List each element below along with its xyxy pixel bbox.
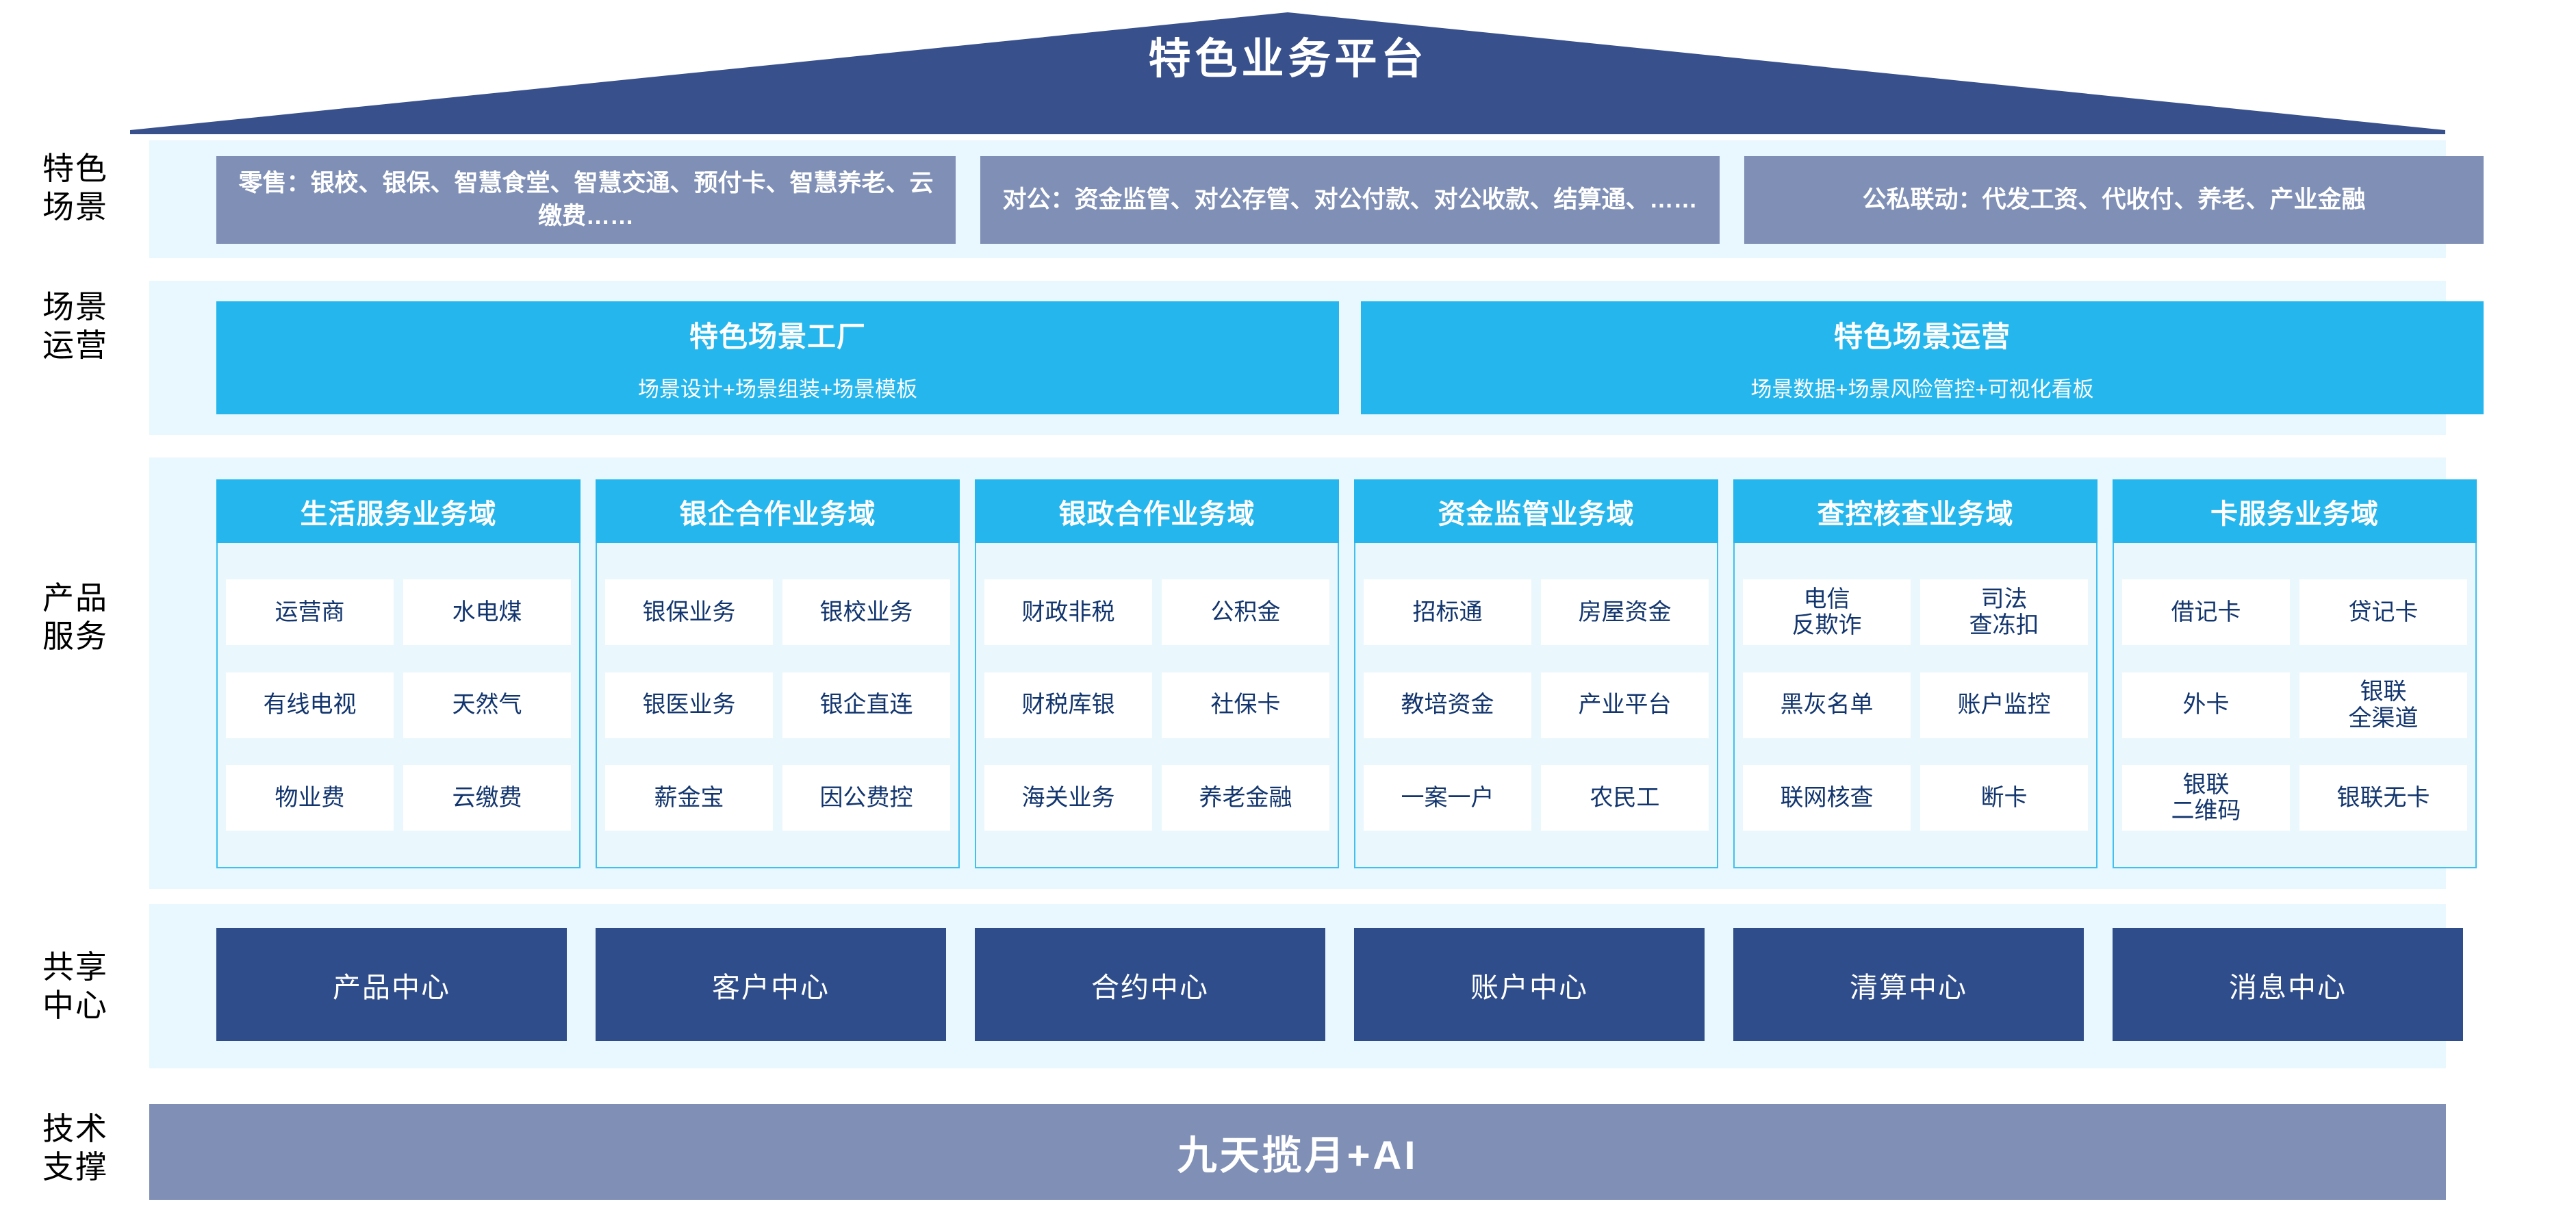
domain-cell[interactable]: 物业费 <box>226 764 394 831</box>
domain-cell[interactable]: 因公费控 <box>782 764 950 831</box>
domain-cell[interactable]: 社保卡 <box>1162 672 1329 738</box>
domain-card-title: 资金监管业务域 <box>1354 479 1718 543</box>
domain-cell-row: 联网核查断卡 <box>1743 764 2088 831</box>
domain-cell-row: 财政非税公积金 <box>984 579 1329 646</box>
domain-card[interactable]: 生活服务业务域运营商水电煤有线电视天然气物业费云缴费 <box>216 479 581 868</box>
operation-factory-subtitle: 场景设计+场景组装+场景模板 <box>637 377 918 401</box>
domain-cell[interactable]: 天然气 <box>403 672 571 738</box>
domain-cell[interactable]: 联网核查 <box>1743 764 1911 831</box>
row-label-products: 产品 服务 <box>42 580 108 655</box>
shared-center-box[interactable]: 清算中心 <box>1733 928 2084 1041</box>
shared-center-box[interactable]: 产品中心 <box>216 928 567 1041</box>
domain-cell[interactable]: 云缴费 <box>403 764 571 831</box>
domain-cell-row: 银医业务银企直连 <box>605 672 950 738</box>
domain-card-body: 财政非税公积金财税库银社保卡海关业务养老金融 <box>975 543 1339 868</box>
domain-cell[interactable]: 银联 全渠道 <box>2299 672 2467 738</box>
domain-cell[interactable]: 贷记卡 <box>2299 579 2467 646</box>
domain-card-body: 电信 反欺诈司法 查冻扣黑灰名单账户监控联网核查断卡 <box>1733 543 2097 868</box>
domain-cell[interactable]: 房屋资金 <box>1541 579 1709 646</box>
domain-card-title: 卡服务业务域 <box>2113 479 2477 543</box>
domain-cell-row: 物业费云缴费 <box>226 764 571 831</box>
domain-card[interactable]: 资金监管业务域招标通房屋资金教培资金产业平台一案一户农民工 <box>1354 479 1718 868</box>
domain-card[interactable]: 查控核查业务域电信 反欺诈司法 查冻扣黑灰名单账户监控联网核查断卡 <box>1733 479 2097 868</box>
domain-cell[interactable]: 银保业务 <box>605 579 773 646</box>
domain-cell[interactable]: 电信 反欺诈 <box>1743 579 1911 646</box>
platform-roof: 特色业务平台 <box>0 0 2576 134</box>
domain-card-title: 银企合作业务域 <box>596 479 960 543</box>
domain-cell-row: 银联 二维码银联无卡 <box>2122 764 2467 831</box>
operation-factory-title: 特色场景工厂 <box>689 320 866 353</box>
shared-center-box[interactable]: 合约中心 <box>975 928 1325 1041</box>
domain-card-body: 招标通房屋资金教培资金产业平台一案一户农民工 <box>1354 543 1718 868</box>
scenario-box-retail[interactable]: 零售：银校、银保、智慧食堂、智慧交通、预付卡、智慧养老、云缴费…… <box>216 156 956 244</box>
domain-card[interactable]: 银政合作业务域财政非税公积金财税库银社保卡海关业务养老金融 <box>975 479 1339 868</box>
domain-cell-row: 教培资金产业平台 <box>1364 672 1709 738</box>
domain-cell[interactable]: 银联无卡 <box>2299 764 2467 831</box>
domain-cell[interactable]: 薪金宝 <box>605 764 773 831</box>
domain-cell[interactable]: 公积金 <box>1162 579 1329 646</box>
domain-card[interactable]: 卡服务业务域借记卡贷记卡外卡银联 全渠道银联 二维码银联无卡 <box>2113 479 2477 868</box>
domain-cell-row: 薪金宝因公费控 <box>605 764 950 831</box>
operation-operations-title: 特色场景运营 <box>1833 320 2011 353</box>
domain-cell[interactable]: 有线电视 <box>226 672 394 738</box>
row-label-technology: 技术 支撑 <box>42 1111 108 1185</box>
domain-card-body: 借记卡贷记卡外卡银联 全渠道银联 二维码银联无卡 <box>2113 543 2477 868</box>
domain-cell-row: 借记卡贷记卡 <box>2122 579 2467 646</box>
domain-cell[interactable]: 一案一户 <box>1364 764 1531 831</box>
domain-cell[interactable]: 海关业务 <box>984 764 1152 831</box>
domain-cell-row: 财税库银社保卡 <box>984 672 1329 738</box>
domain-cell-row: 海关业务养老金融 <box>984 764 1329 831</box>
domain-cell-row: 一案一户农民工 <box>1364 764 1709 831</box>
domain-card-title: 生活服务业务域 <box>216 479 581 543</box>
domain-cell[interactable]: 产业平台 <box>1541 672 1709 738</box>
domain-cell-row: 招标通房屋资金 <box>1364 579 1709 646</box>
roof-shape <box>130 12 2445 134</box>
domain-cell[interactable]: 财税库银 <box>984 672 1152 738</box>
page-title: 特色业务平台 <box>1148 36 1428 83</box>
domain-card-body: 运营商水电煤有线电视天然气物业费云缴费 <box>216 543 581 868</box>
domain-cell[interactable]: 银联 二维码 <box>2122 764 2290 831</box>
operation-operations-subtitle: 场景数据+场景风险管控+可视化看板 <box>1750 377 2094 401</box>
domain-cell-row: 运营商水电煤 <box>226 579 571 646</box>
domain-cell[interactable]: 司法 查冻扣 <box>1920 579 2088 646</box>
domain-cell[interactable]: 水电煤 <box>403 579 571 646</box>
domain-cell-row: 银保业务银校业务 <box>605 579 950 646</box>
domain-cell[interactable]: 银校业务 <box>782 579 950 646</box>
domain-cell-row: 外卡银联 全渠道 <box>2122 672 2467 738</box>
row-label-operation: 场景 运营 <box>42 289 108 364</box>
domain-cell[interactable]: 运营商 <box>226 579 394 646</box>
row-label-shared: 共享 中心 <box>42 949 108 1024</box>
domain-cell[interactable]: 农民工 <box>1541 764 1709 831</box>
domain-cell[interactable]: 外卡 <box>2122 672 2290 738</box>
domain-card-title: 银政合作业务域 <box>975 479 1339 543</box>
domain-cell[interactable]: 财政非税 <box>984 579 1152 646</box>
domain-cell[interactable]: 银企直连 <box>782 672 950 738</box>
domain-card[interactable]: 银企合作业务域银保业务银校业务银医业务银企直连薪金宝因公费控 <box>596 479 960 868</box>
row-label-scenario: 特色 场景 <box>42 151 108 225</box>
domain-cell[interactable]: 断卡 <box>1920 764 2088 831</box>
foundation-bar[interactable]: 九天揽月+AI <box>149 1104 2446 1200</box>
shared-center-box[interactable]: 客户中心 <box>596 928 946 1041</box>
domain-card-body: 银保业务银校业务银医业务银企直连薪金宝因公费控 <box>596 543 960 868</box>
domain-card-title: 查控核查业务域 <box>1733 479 2097 543</box>
domain-cell-row: 黑灰名单账户监控 <box>1743 672 2088 738</box>
operation-box-operations[interactable]: 特色场景运营 场景数据+场景风险管控+可视化看板 <box>1361 301 2484 414</box>
scenario-box-linkage[interactable]: 公私联动：代发工资、代收付、养老、产业金融 <box>1744 156 2484 244</box>
domain-cell-row: 电信 反欺诈司法 查冻扣 <box>1743 579 2088 646</box>
domain-cell[interactable]: 借记卡 <box>2122 579 2290 646</box>
scenario-box-corporate[interactable]: 对公：资金监管、对公存管、对公付款、对公收款、结算通、…… <box>980 156 1720 244</box>
shared-center-box[interactable]: 消息中心 <box>2113 928 2463 1041</box>
domain-cell[interactable]: 银医业务 <box>605 672 773 738</box>
domain-cell-row: 有线电视天然气 <box>226 672 571 738</box>
operation-box-factory[interactable]: 特色场景工厂 场景设计+场景组装+场景模板 <box>216 301 1339 414</box>
domain-cell[interactable]: 招标通 <box>1364 579 1531 646</box>
domain-cell[interactable]: 教培资金 <box>1364 672 1531 738</box>
domain-cell[interactable]: 养老金融 <box>1162 764 1329 831</box>
domain-cell[interactable]: 黑灰名单 <box>1743 672 1911 738</box>
shared-center-box[interactable]: 账户中心 <box>1354 928 1705 1041</box>
domain-cell[interactable]: 账户监控 <box>1920 672 2088 738</box>
